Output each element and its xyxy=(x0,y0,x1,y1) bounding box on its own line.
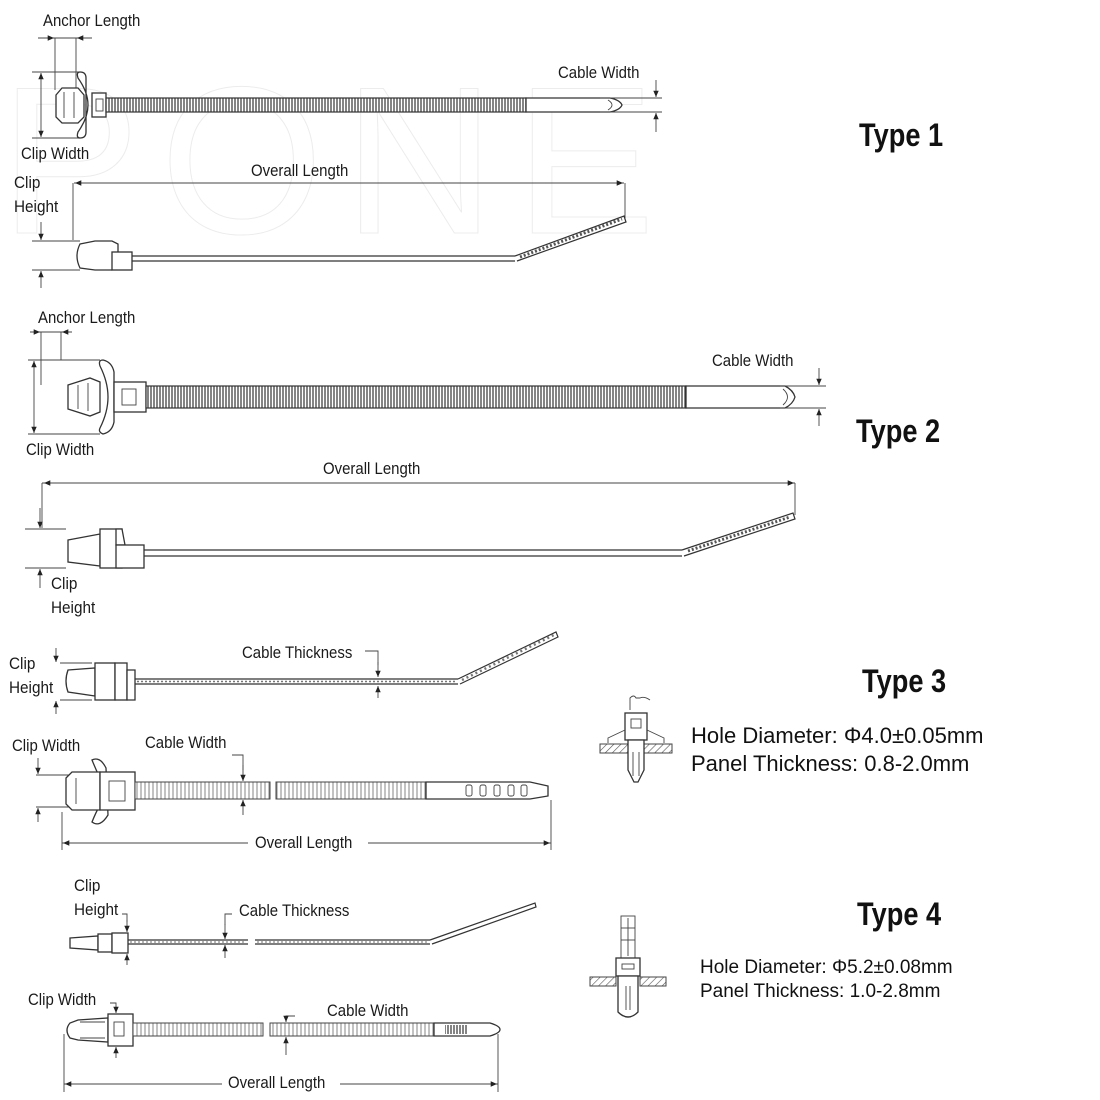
type1-clip-height-label: Clip Height xyxy=(14,173,59,216)
type1-cable-width-label: Cable Width xyxy=(558,63,640,82)
type1-side-view xyxy=(32,180,627,288)
type3-clip-height-label: Clip Height xyxy=(9,654,54,697)
type3-panel-thickness: Panel Thickness: 0.8-2.0mm xyxy=(691,751,970,776)
type1-clip-width-label: Clip Width xyxy=(21,144,90,163)
type4-panel-mount-icon xyxy=(589,915,667,1018)
type3-cable-width-label: Cable Width xyxy=(145,733,227,752)
type2-side-view xyxy=(25,480,796,588)
type3-clip-width-label: Clip Width xyxy=(12,736,81,755)
type3-top-view xyxy=(35,754,552,850)
type4-panel-thickness: Panel Thickness: 1.0-2.8mm xyxy=(700,981,941,1002)
type4-title: Type 4 xyxy=(857,896,942,932)
type3-panel-mount-icon xyxy=(599,695,673,783)
type1-title: Type 1 xyxy=(859,117,944,153)
type4-cable-thickness-label: Cable Thickness xyxy=(239,901,350,920)
type4-side-view xyxy=(69,902,537,965)
watermark: PONE xyxy=(0,43,676,279)
type4-clip-width-label: Clip Width xyxy=(28,990,97,1009)
type4-hole-diameter: Hole Diameter: Φ5.2±0.08mm xyxy=(700,957,953,978)
type3-overall-length-label: Overall Length xyxy=(255,833,353,852)
type2-top-view xyxy=(28,329,826,435)
type4-clip-height-label: Clip Height xyxy=(74,876,119,919)
type1-overall-length-label: Overall Length xyxy=(251,161,349,180)
type4-top-view xyxy=(63,1002,501,1092)
type2-cable-width-label: Cable Width xyxy=(712,351,794,370)
type3-cable-thickness-label: Cable Thickness xyxy=(242,643,353,662)
type4-overall-length-label: Overall Length xyxy=(228,1073,326,1092)
type1-anchor-length-label: Anchor Length xyxy=(43,11,141,30)
type3-hole-diameter: Hole Diameter: Φ4.0±0.05mm xyxy=(691,723,984,748)
type2-anchor-length-label: Anchor Length xyxy=(38,308,136,327)
type3-title: Type 3 xyxy=(862,663,947,699)
type2-clip-height-label: Clip Height xyxy=(51,574,96,617)
type1-top-view xyxy=(32,35,662,139)
type2-title: Type 2 xyxy=(856,413,941,449)
type2-clip-width-label: Clip Width xyxy=(26,440,95,459)
type3-side-view xyxy=(53,631,559,714)
type2-overall-length-label: Overall Length xyxy=(323,459,421,478)
type4-cable-width-label: Cable Width xyxy=(327,1001,409,1020)
